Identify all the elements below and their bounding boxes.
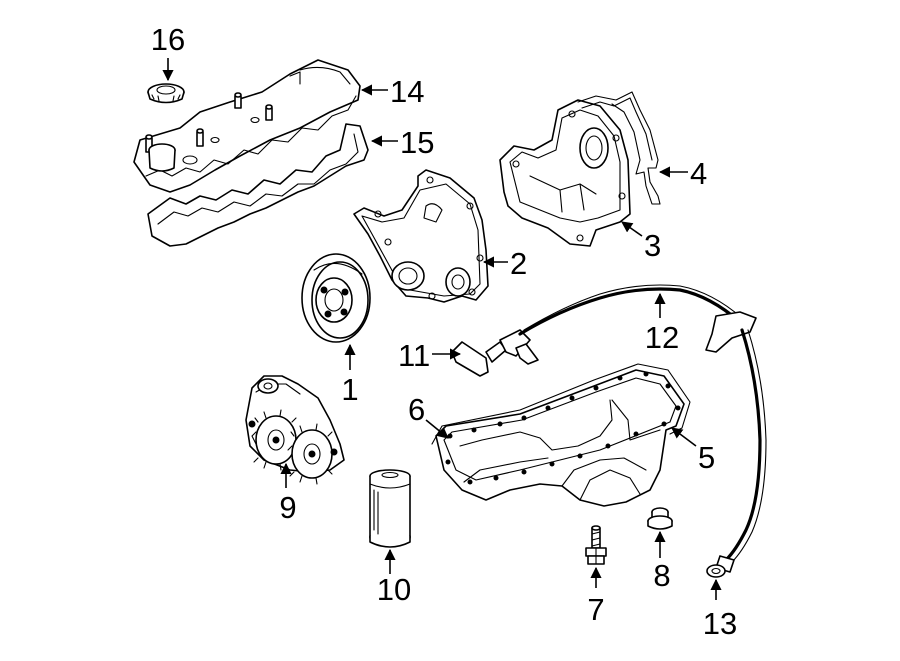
callout-10: 10	[377, 572, 411, 607]
crankshaft-damper	[301, 253, 371, 343]
callout-1: 1	[341, 372, 358, 407]
callout-4: 4	[690, 156, 707, 191]
callout-7: 7	[587, 592, 604, 627]
callout-6: 6	[408, 392, 425, 427]
valve-cover	[133, 59, 361, 193]
oil-pan-gasket	[431, 363, 691, 445]
callout-9: 9	[279, 490, 296, 525]
oil-pan	[435, 369, 685, 507]
callout-8: 8	[653, 558, 670, 593]
leader-lines	[162, 58, 722, 600]
callout-12: 12	[645, 320, 679, 355]
callout-16: 16	[151, 22, 185, 57]
oil-pan-bolt	[585, 525, 607, 565]
callout-2: 2	[510, 246, 527, 281]
o-ring	[706, 564, 726, 578]
callout-5: 5	[698, 440, 715, 475]
timing-case-cover	[499, 99, 631, 247]
valve-cover-gasket	[147, 123, 369, 247]
callout-13: 13	[703, 606, 737, 641]
callout-labels: 16 14 15 4 3 2 1 12 11 6 5 9 10 8 7 13	[151, 22, 737, 641]
callout-15: 15	[400, 125, 434, 160]
drain-plug	[647, 507, 673, 530]
oil-filter	[369, 469, 411, 548]
oil-pump-assembly	[245, 375, 345, 485]
oil-filler-cap	[147, 83, 185, 104]
dipstick-and-tube	[451, 284, 767, 573]
callout-14: 14	[390, 74, 424, 109]
oil-pan-bolts	[445, 371, 681, 485]
timing-cover-gasket	[577, 91, 661, 205]
timing-cover-plate	[353, 169, 489, 303]
callout-11: 11	[398, 338, 430, 373]
callout-3: 3	[644, 228, 661, 263]
